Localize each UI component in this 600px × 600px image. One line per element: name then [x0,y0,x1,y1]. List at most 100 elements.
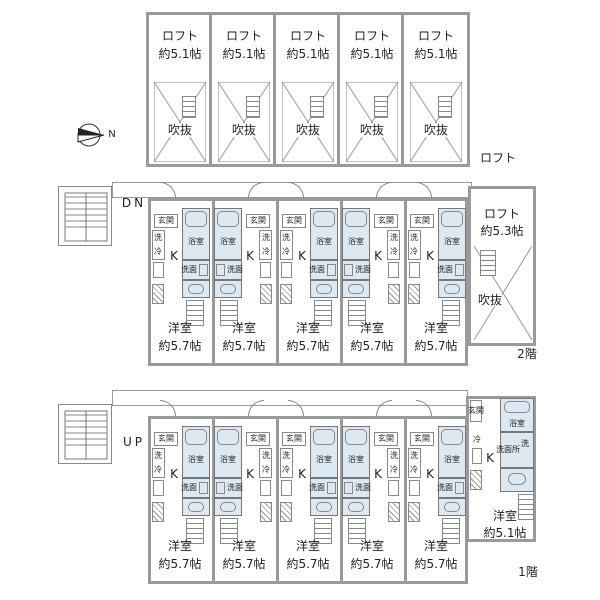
bathroom [182,426,210,478]
entry-label: 玄関 [286,434,302,443]
void-label: 吹抜 [477,293,503,307]
toilet [348,284,364,294]
void-label: 吹抜 [294,123,322,137]
north-arrow-icon [77,123,105,147]
sink [455,482,464,494]
bathroom [310,208,338,260]
room-label: 洋室 [423,321,449,335]
toilet [188,284,204,294]
room-area: 約5.7帖 [414,557,458,571]
void-area [281,81,335,163]
room-label: 洋室 [231,321,257,335]
bathroom-label: 浴室 [509,419,525,428]
entry-label: 玄関 [250,216,266,225]
kitchen-label: K [298,467,306,481]
fridge-label: 冷 [390,247,398,256]
stove [153,262,164,278]
loft-ladder [246,96,260,118]
washroom-label: 洗面 [437,483,453,492]
loft-unit [340,12,404,167]
loft-label: ロフト [161,29,199,43]
entry-label: 玄関 [158,434,174,443]
loft-ladder [220,518,238,544]
closet [388,502,400,522]
entry-area [410,214,434,228]
room-area: 約5.7帖 [350,339,394,353]
bathroom-label: 浴室 [220,237,236,246]
void-area [345,81,399,163]
fridge-label: 冷 [154,247,162,256]
bathroom [214,426,242,478]
room-area: 約5.7帖 [158,557,202,571]
kitchen-label: K [486,451,494,465]
loft-area: 約5.3帖 [480,224,524,238]
closet [388,284,400,304]
fridge-label: 冷 [262,247,270,256]
loft-ladder [374,96,388,118]
washer-space [280,448,293,478]
bathroom [214,208,242,260]
bathroom-label: 浴室 [348,455,364,464]
room-area: 約5.1帖 [483,526,527,540]
washer-space [387,448,400,478]
loft-floor-label: ロフト [479,151,517,165]
sink [327,264,336,276]
sink [199,264,208,276]
loft-ladder [186,518,204,544]
toilet [348,502,364,512]
bathtub [185,429,207,445]
entry-label: 玄関 [250,434,266,443]
washer-label: 洗 [390,451,398,460]
washer-space [280,230,293,260]
entry-area [246,432,270,446]
loft-ladder [186,300,204,326]
loft-ladder [480,250,496,276]
room-area: 約5.7帖 [286,339,330,353]
entry-label: 玄関 [468,406,484,415]
entry-label: 玄関 [414,216,430,225]
bathtub [185,211,207,227]
washroom-label: 洗面 [227,483,243,492]
kitchen-label: K [374,467,382,481]
loft-label: ロフト [417,29,455,43]
bathtub [217,211,239,227]
room-label: 洋室 [492,509,518,523]
washer-label: 洗 [262,451,270,460]
compass: N [74,120,124,150]
loft-ladder [182,96,196,118]
void-area [217,81,271,163]
washroom-label: 洗面 [355,265,371,274]
toilet [444,502,460,512]
fridge-label: 冷 [390,465,398,474]
closet [470,470,482,490]
washer-space [259,448,272,478]
stove [281,480,292,496]
room-area: 約5.7帖 [222,339,266,353]
entry-area [246,214,270,228]
loft-ladder [442,300,460,326]
bathroom-label: 浴室 [220,455,236,464]
bathtub [217,429,239,445]
sink [455,264,464,276]
washer-label: 洗 [390,233,398,242]
entry-area [154,432,178,446]
closet [280,284,292,304]
room-area: 約5.7帖 [350,557,394,571]
sink [199,482,208,494]
loft-label: ロフト [483,207,521,221]
room-area: 約5.7帖 [286,557,330,571]
toilet [220,502,236,512]
loft-area: 約5.1帖 [414,47,458,61]
entry-area [374,432,398,446]
kitchen-label: K [170,467,178,481]
loft-area: 約5.1帖 [158,47,202,61]
room-area: 約5.7帖 [414,339,458,353]
toilet [188,502,204,512]
washer-space [408,230,421,260]
entry-area [154,214,178,228]
stove [388,480,399,496]
entry-label: 玄関 [286,216,302,225]
entry-area [470,400,482,422]
washer-space [259,230,272,260]
